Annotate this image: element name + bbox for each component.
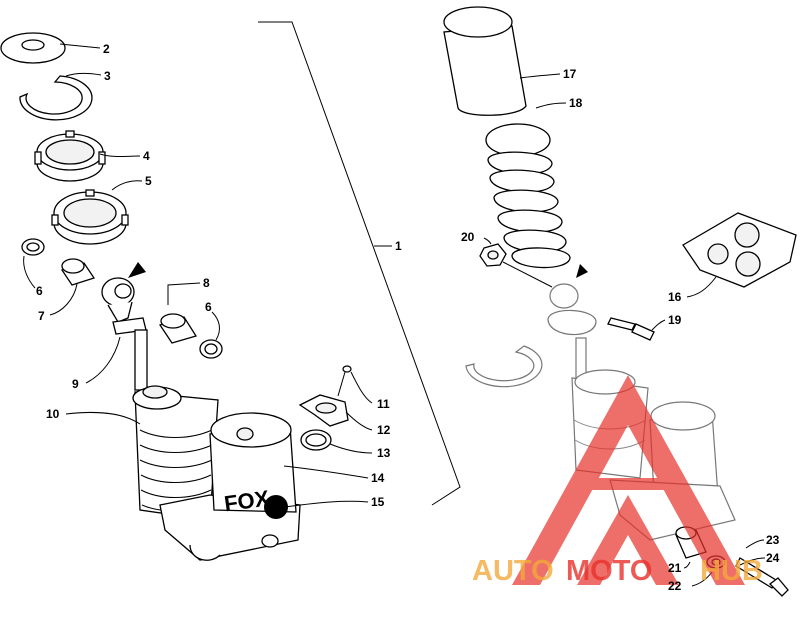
part-o-ring-right bbox=[199, 339, 223, 359]
callout-7: 7 bbox=[38, 309, 45, 323]
callout-22: 22 bbox=[668, 579, 682, 593]
watermark-logo bbox=[512, 375, 745, 585]
callout-13: 13 bbox=[377, 446, 391, 460]
callout-19: 19 bbox=[668, 313, 682, 327]
part-lock-ring bbox=[51, 189, 129, 245]
part-shaft-right-faint bbox=[547, 264, 597, 379]
callout-23: 23 bbox=[766, 533, 780, 547]
callout-12: 12 bbox=[377, 423, 391, 437]
part-bolt-23 bbox=[735, 557, 789, 597]
part-o-ring-left bbox=[21, 238, 45, 256]
callout-10: 10 bbox=[46, 407, 60, 421]
callout-2: 2 bbox=[103, 42, 110, 56]
assembly-bracket-line bbox=[258, 21, 461, 506]
part-bushing-right bbox=[158, 313, 198, 344]
callout-4: 4 bbox=[143, 149, 150, 163]
part-bump-stop-cover bbox=[443, 6, 527, 116]
callout-16: 16 bbox=[668, 290, 682, 304]
callout-8: 8 bbox=[203, 276, 210, 290]
part-screw-small bbox=[337, 365, 352, 397]
part-o-ring-13 bbox=[300, 429, 332, 451]
part-split-ring bbox=[19, 75, 93, 121]
part-reservoir: FOX bbox=[209, 412, 297, 519]
part-shock-body bbox=[132, 385, 219, 521]
callout-15: 15 bbox=[371, 495, 385, 509]
callout-9: 9 bbox=[72, 377, 79, 391]
callout-17: 17 bbox=[563, 67, 577, 81]
part-split-ring-right-faint bbox=[465, 345, 543, 388]
callout-20: 20 bbox=[461, 230, 475, 244]
part-bushing bbox=[60, 258, 96, 286]
part-washer bbox=[0, 32, 66, 64]
part-coil-spring bbox=[485, 123, 571, 269]
watermark-word-part2: MOTO bbox=[566, 555, 652, 587]
watermark-word-part3: HUB bbox=[700, 555, 763, 587]
part-clamp bbox=[298, 394, 349, 427]
part-spring-collar bbox=[34, 130, 106, 182]
callout-11: 11 bbox=[377, 397, 390, 411]
callout-5: 5 bbox=[145, 174, 152, 188]
watermark-word-part1: AUTO bbox=[472, 555, 554, 587]
callout-21: 21 bbox=[668, 561, 682, 575]
callout-14: 14 bbox=[371, 471, 385, 485]
callout-18: 18 bbox=[569, 96, 583, 110]
callout-labels: 1 2 3 4 5 6 6 7 8 9 10 11 12 13 14 15 16… bbox=[36, 42, 780, 593]
part-bolt-19 bbox=[607, 317, 655, 341]
part-shaft-eye bbox=[101, 262, 148, 391]
callout-3: 3 bbox=[104, 69, 111, 83]
part-decal-16 bbox=[682, 212, 797, 288]
callout-6b: 6 bbox=[205, 300, 212, 314]
watermark-text: AUTO MOTO HUB bbox=[472, 555, 763, 587]
callout-1: 1 bbox=[395, 239, 402, 253]
callout-6a: 6 bbox=[36, 284, 43, 298]
callout-24: 24 bbox=[766, 551, 780, 565]
part-nut bbox=[479, 243, 507, 267]
